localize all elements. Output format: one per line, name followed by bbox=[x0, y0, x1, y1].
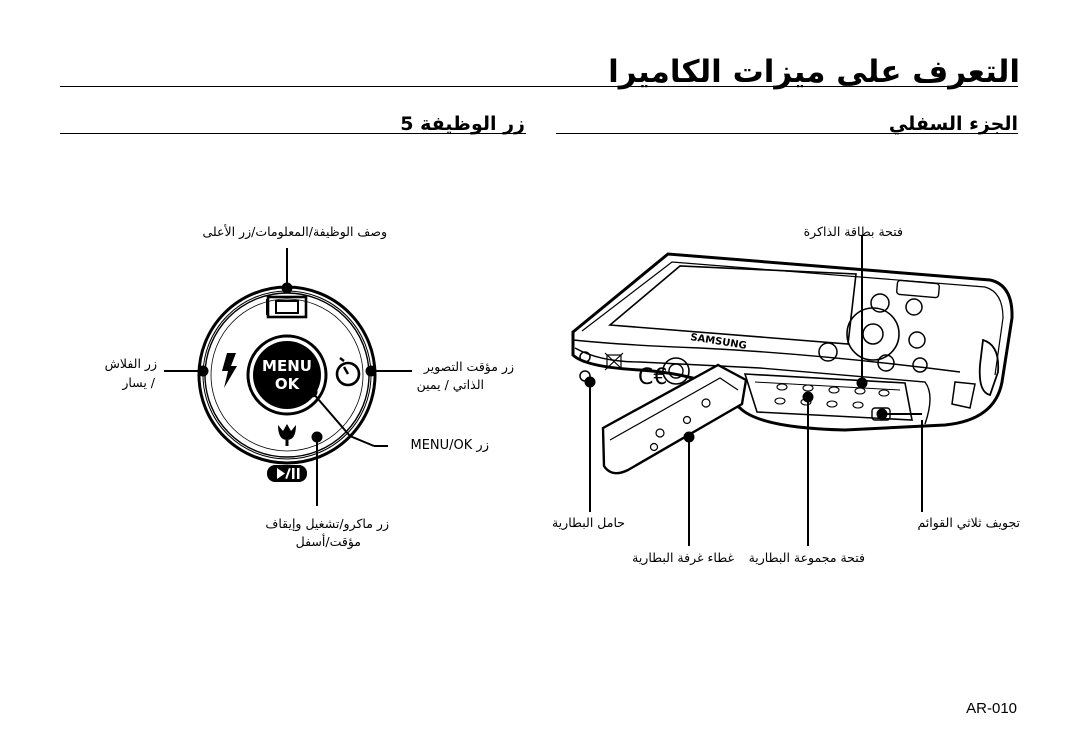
section-rule-bottom bbox=[556, 133, 1018, 134]
page-number: AR-010 bbox=[966, 700, 1017, 717]
label-self-timer-line2: الذاتي / يمين bbox=[416, 377, 484, 392]
label-battery-cover: غطاء غرفة البطارية bbox=[632, 550, 734, 565]
camera-body: SAMSUNG C€ bbox=[571, 252, 1014, 475]
label-flash-line1: زر الفلاش bbox=[104, 356, 157, 371]
label-macro-line2: مؤقت/أسفل bbox=[295, 534, 361, 549]
label-tripod-socket: تجويف ثلاثي القوائم bbox=[917, 515, 1020, 530]
label-menu-ok: زر MENU/OK bbox=[410, 438, 489, 453]
display-info-icon bbox=[266, 295, 308, 319]
section-title-button5: زر الوظيفة 5 bbox=[400, 113, 525, 135]
flash-icon bbox=[222, 353, 237, 388]
title-rule bbox=[60, 86, 1018, 87]
label-memory-card-slot: فتحة بطاقة الذاكرة bbox=[803, 224, 903, 239]
label-info-up: وصف الوظيفة/المعلومات/زر الأعلى bbox=[202, 224, 387, 239]
label-battery-chamber: فتحة مجموعة البطارية bbox=[748, 550, 865, 565]
label-battery-holder: حامل البطارية bbox=[551, 515, 625, 530]
section-rule-button5 bbox=[60, 133, 526, 134]
macro-icon bbox=[278, 424, 296, 446]
page-title: التعرف على ميزات الكاميرا bbox=[608, 54, 1020, 90]
label-self-timer-line1: زر مؤقت التصوير bbox=[423, 359, 514, 374]
dial-callout-lines bbox=[164, 248, 412, 506]
section-title-bottom: الجزء السفلي bbox=[888, 113, 1018, 135]
menu-button-line2: OK bbox=[275, 375, 301, 393]
playback-button-icon bbox=[267, 465, 307, 482]
camera-callout-lines bbox=[584, 236, 923, 546]
label-macro-line1: زر ماكرو/تشغيل وإيقاف bbox=[265, 516, 389, 531]
label-flash-line2: / يسار bbox=[122, 375, 155, 390]
self-timer-icon bbox=[335, 357, 361, 387]
menu-button-line1: MENU bbox=[262, 357, 312, 375]
